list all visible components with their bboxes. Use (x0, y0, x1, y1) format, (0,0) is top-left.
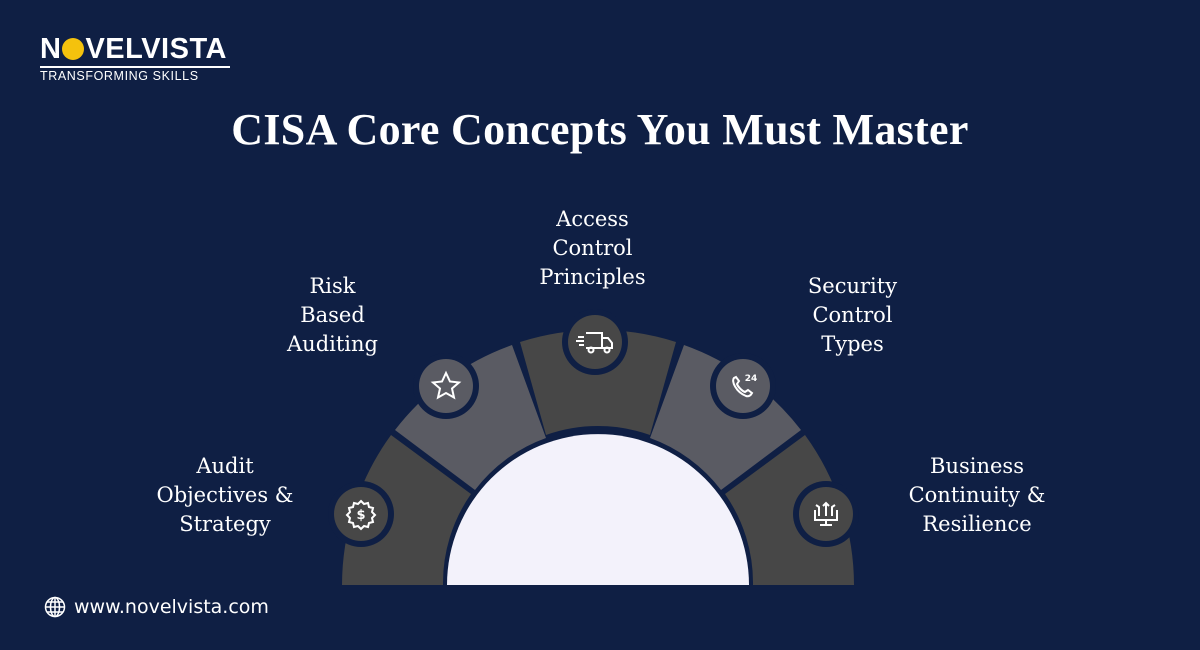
page-title: CISA Core Concepts You Must Master (231, 105, 969, 154)
concept-label-business-continuity: Business Continuity & Resilience (908, 454, 1046, 536)
gear-dollar-icon: $ (345, 499, 377, 531)
website-url[interactable]: www.novelvista.com (74, 596, 269, 618)
concept-icon-business (793, 481, 859, 547)
concept-label-risk-based: Risk Based Auditing (287, 274, 378, 356)
globe-icon (44, 596, 66, 618)
logo-tagline: TRANSFORMING SKILLS (40, 69, 199, 83)
concept-label-audit-objectives: Audit Objectives & Strategy (156, 454, 294, 536)
svg-text:$: $ (356, 508, 365, 523)
svg-text:24: 24 (745, 374, 758, 384)
delivery-truck-icon (576, 332, 613, 354)
segment-access-control (520, 329, 676, 435)
concept-label-security-control: Security Control Types (807, 274, 898, 356)
segment-audit-objectives (342, 435, 471, 585)
concept-icon-risk (413, 353, 479, 419)
footer-website[interactable]: www.novelvista.com (44, 596, 269, 618)
arc-segments (342, 329, 854, 585)
concept-label-access-control: Access Control Principles (539, 207, 646, 289)
monitor-arrows-icon (814, 501, 838, 526)
sun-icon (62, 38, 85, 60)
concept-icon-security: 24 (710, 353, 776, 419)
segment-risk-based (395, 345, 546, 490)
star-icon (430, 370, 462, 400)
center-semicircle (447, 434, 749, 585)
segment-security-control (650, 345, 801, 490)
segment-business-continuity (725, 435, 854, 585)
phone-24-icon: 24 (732, 374, 758, 398)
concept-icon-audit: $ (328, 481, 394, 547)
concept-icon-access (562, 309, 628, 375)
logo-divider (40, 66, 230, 68)
